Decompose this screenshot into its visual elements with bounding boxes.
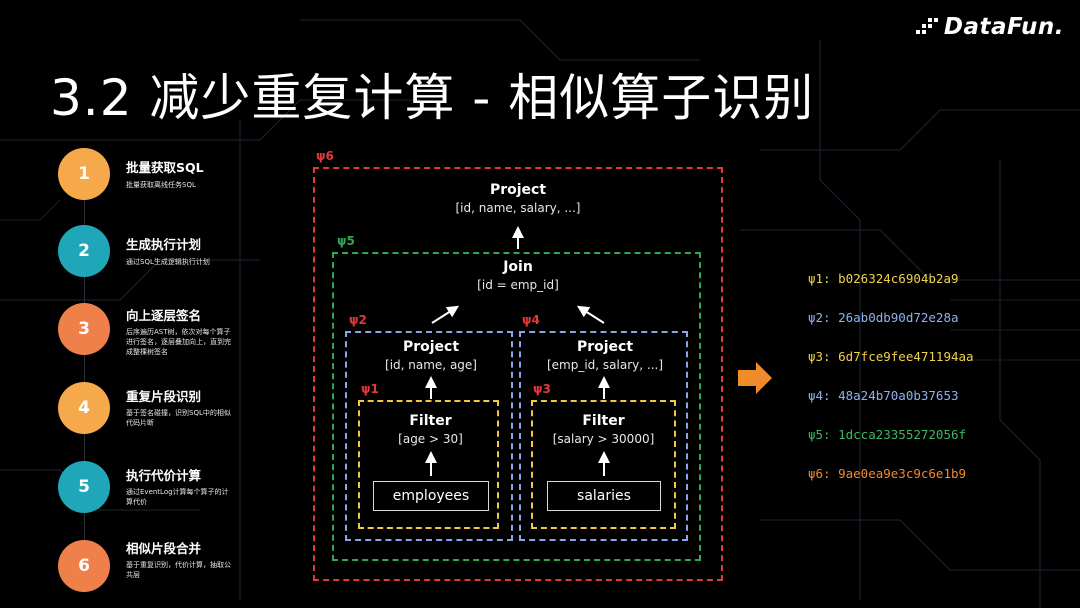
step-title: 向上逐层签名 (126, 308, 202, 323)
psi5-region (332, 252, 701, 561)
signature-psi1: ψ1: b026324c6904b2a9 (808, 271, 959, 286)
page-title: 3.2 减少重复计算 - 相似算子识别 (50, 69, 815, 127)
step-title: 重复片段识别 (126, 389, 202, 404)
signature-psi3: ψ3: 6d7fce9fee471194aa (808, 349, 974, 364)
psi5-label: ψ5 (337, 234, 355, 248)
table-employees: employees (373, 481, 489, 511)
psi6-region (313, 167, 723, 581)
step-title: 生成执行计划 (126, 237, 202, 252)
step-description: 基于签名碰撞，识别SQL中的相似代码片断 (126, 409, 231, 427)
filter-left-title: Filter (409, 413, 452, 429)
psi3-label: ψ3 (533, 382, 551, 396)
step-number-badge: 5 (58, 461, 110, 513)
psi3-region (531, 400, 676, 529)
project-top-columns: [id, name, salary, ...] (455, 201, 581, 215)
filter-left-condition: [age > 30] (398, 432, 463, 446)
psi6-label: ψ6 (316, 149, 334, 163)
step-number-badge: 1 (58, 148, 110, 200)
step-title: 执行代价计算 (126, 468, 202, 483)
step-title: 批量获取SQL (126, 160, 204, 175)
step-description: 通过EventLog计算每个算子的计算代价 (126, 488, 229, 506)
step-description: 后序遍历AST树，依次对每个算子进行签名，逐层叠加向上，直到完成整棵树签名 (126, 328, 231, 356)
step-description: 通过SQL生成逻辑执行计划 (126, 258, 210, 266)
step-title: 相似片段合并 (126, 541, 202, 556)
filter-right-title: Filter (582, 413, 625, 429)
psi1-label: ψ1 (361, 382, 379, 396)
signature-psi6: ψ6: 9ae0ea9e3c9c6e1b9 (808, 466, 967, 481)
filter-right-condition: [salary > 30000] (552, 432, 655, 446)
table-salaries: salaries (547, 481, 661, 511)
step-number-badge: 4 (58, 382, 110, 434)
project-left-columns: [id, name, age] (385, 358, 477, 372)
logo-dots-icon (915, 18, 938, 34)
project-right-columns: [emp_id, salary, ...] (546, 358, 664, 372)
psi2-region (345, 331, 513, 541)
join-title: Join (503, 259, 533, 275)
join-condition: [id = emp_id] (477, 278, 559, 292)
signature-psi4: ψ4: 48a24b70a0b37653 (808, 388, 959, 403)
psi2-label: ψ2 (349, 313, 367, 327)
timeline-line (84, 170, 85, 570)
project-top-title: Project (489, 182, 547, 198)
logo-text: DataFun. (943, 14, 1064, 40)
project-left-title: Project (402, 339, 460, 355)
psi4-label: ψ4 (522, 313, 540, 327)
step-description: 基于重复识别，代价计算，抽取公共层 (126, 561, 231, 579)
step-number-badge: 2 (58, 225, 110, 277)
step-number-badge: 3 (58, 303, 110, 355)
project-right-title: Project (576, 339, 634, 355)
signature-psi2: ψ2: 26ab0db90d72e28a (808, 310, 959, 325)
datafun-logo: DataFun. (915, 14, 1064, 40)
psi1-region (358, 400, 499, 529)
signature-psi5: ψ5: 1dcca23355272056f (808, 427, 967, 442)
step-description: 批量获取离线任务SQL (126, 181, 196, 189)
step-number-badge: 6 (58, 540, 110, 592)
psi4-region (519, 331, 688, 541)
